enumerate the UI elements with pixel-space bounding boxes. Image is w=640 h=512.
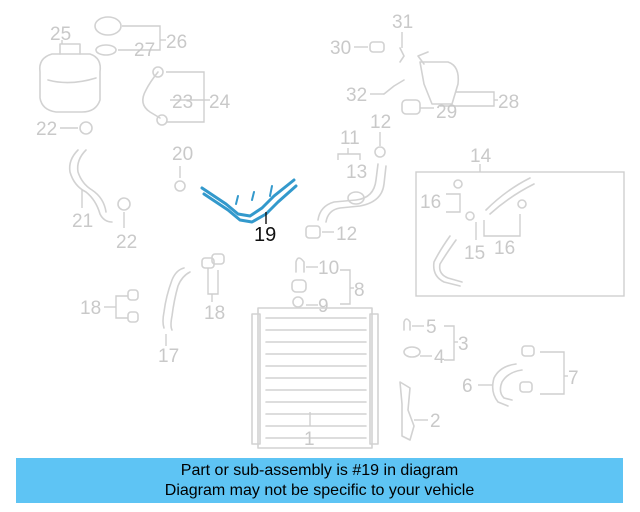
radiator-1 — [251, 307, 379, 449]
gasket-29 — [401, 99, 421, 115]
seal-4 — [403, 346, 421, 358]
clamp-18-left — [127, 289, 139, 323]
hose-15 — [432, 177, 535, 287]
clamp-22-upper — [79, 121, 93, 135]
clamp-9 — [292, 296, 304, 308]
callout-20: 20 — [172, 144, 193, 165]
callout-24: 24 — [209, 92, 231, 113]
callout-22-upper: 22 — [36, 119, 57, 140]
bracket-2 — [399, 381, 415, 441]
callout-19: 19 — [254, 224, 276, 246]
callout-18-right: 18 — [204, 303, 225, 324]
callout-17: 17 — [158, 346, 179, 367]
parts-diagram: 25 27 26 23 24 22 21 22 20 19 — [36, 12, 625, 450]
callout-8: 8 — [354, 280, 365, 301]
callout-27: 27 — [134, 40, 155, 61]
seal-20 — [174, 180, 186, 192]
clamp-12-upper — [374, 146, 386, 158]
info-banner: Part or sub-assembly is #19 in diagram D… — [16, 458, 623, 503]
callout-10: 10 — [318, 258, 339, 279]
clamp-18-right — [201, 253, 225, 269]
reservoir-cap — [94, 16, 122, 56]
callout-31: 31 — [392, 12, 413, 33]
sensor-30 — [369, 41, 385, 53]
banner-line-2: Diagram may not be specific to your vehi… — [164, 481, 475, 499]
hose-21 — [68, 149, 113, 223]
callout-16-left: 16 — [420, 192, 441, 213]
callout-7: 7 — [568, 368, 579, 389]
callout-21: 21 — [72, 211, 93, 232]
callout-6: 6 — [462, 376, 473, 397]
flange-28 — [417, 51, 460, 105]
hose-17 — [162, 267, 191, 331]
callout-26: 26 — [166, 32, 187, 53]
callout-28: 28 — [498, 92, 519, 113]
callout-22-lower: 22 — [116, 232, 137, 253]
callout-18-left: 18 — [80, 298, 101, 319]
callout-29: 29 — [436, 102, 457, 123]
callout-9: 9 — [318, 296, 329, 317]
callout-13: 13 — [346, 162, 367, 183]
clip-10 — [295, 257, 305, 273]
callout-4: 4 — [434, 347, 445, 368]
clip-31 — [399, 47, 405, 63]
hose-end-8 — [291, 279, 307, 293]
highlighted-pipe-19 — [200, 178, 298, 224]
callout-25: 25 — [50, 24, 71, 45]
hose-6 — [491, 345, 535, 407]
coolant-reservoir — [38, 43, 102, 113]
callout-32: 32 — [346, 85, 367, 106]
clip-5 — [403, 318, 411, 331]
clip-32 — [383, 79, 405, 95]
callout-30: 30 — [330, 38, 351, 59]
group-box-14 — [415, 171, 625, 297]
clamp-12-lower — [305, 225, 321, 239]
callout-3: 3 — [458, 334, 469, 355]
hose-23 — [142, 66, 168, 126]
callout-23: 23 — [172, 92, 193, 113]
hose-11 — [317, 163, 387, 223]
clamp-22-lower — [117, 197, 131, 211]
callout-2: 2 — [430, 411, 441, 432]
callout-12-lower: 12 — [336, 224, 357, 245]
callout-12-upper: 12 — [370, 112, 391, 133]
callout-11: 11 — [340, 128, 360, 149]
callout-5: 5 — [426, 317, 437, 338]
callout-14: 14 — [470, 146, 492, 167]
callout-16-right: 16 — [494, 238, 515, 259]
banner-line-1: Part or sub-assembly is #19 in diagram — [180, 461, 459, 479]
callout-15: 15 — [464, 243, 485, 264]
callout-1: 1 — [304, 429, 315, 450]
